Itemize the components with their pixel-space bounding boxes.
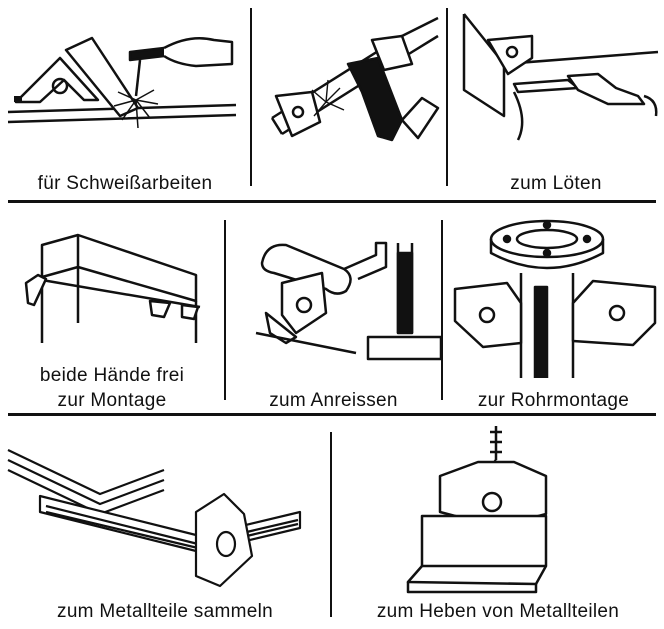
divider-row2-a: [224, 220, 226, 400]
welding-clamp-illustration: [270, 16, 440, 142]
panel-pipe: zur Rohrmontage: [443, 203, 664, 413]
soldering-illustration: [462, 13, 659, 141]
hands-free-illustration: [24, 233, 201, 343]
divider-row1-row2: [8, 200, 656, 203]
caption-lifting: zum Heben von Metallteilen: [376, 601, 620, 622]
panel-marking: zum Anreissen: [226, 203, 441, 413]
welding-illustration: [7, 36, 237, 129]
divider-row1-a: [250, 8, 252, 186]
caption-hands-free-line2: zur Montage: [57, 390, 167, 411]
caption-collect: zum Metallteile sammeln: [57, 601, 273, 622]
divider-row3: [330, 432, 332, 617]
caption-soldering: zum Löten: [510, 173, 602, 194]
lifting-illustration: [406, 426, 548, 594]
caption-marking: zum Anreissen: [269, 390, 398, 411]
panel-welding-clamp: [252, 0, 446, 200]
panel-hands-free: beide Hände frei zur Montage: [0, 203, 224, 413]
panel-welding: für Schweißarbeiten: [0, 0, 250, 200]
marking-illustration: [255, 241, 441, 361]
panel-lifting: zum Heben von Metallteilen: [332, 416, 664, 629]
panel-soldering: zum Löten: [448, 0, 664, 200]
divider-row2-b: [441, 220, 443, 400]
caption-pipe: zur Rohrmontage: [477, 390, 630, 411]
panel-collect: zum Metallteile sammeln: [0, 416, 330, 629]
pipe-illustration: [453, 219, 657, 378]
caption-hands-free-line1: beide Hände frei: [39, 365, 185, 386]
divider-row1-b: [446, 8, 448, 186]
caption-welding: für Schweißarbeiten: [37, 173, 213, 194]
divider-row2-row3: [8, 413, 656, 416]
collect-illustration: [7, 449, 302, 588]
